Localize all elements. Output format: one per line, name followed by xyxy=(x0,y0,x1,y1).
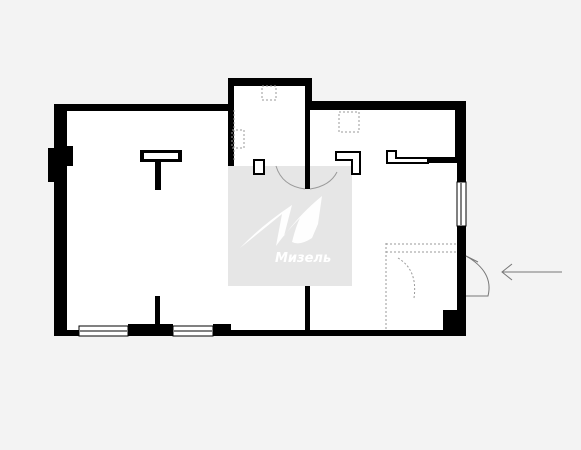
bath-sink-outline xyxy=(231,129,245,149)
pillar-t-stem xyxy=(155,159,161,190)
wall-bath-left xyxy=(228,104,234,166)
wall-kitchen-ledge xyxy=(428,157,457,163)
door-swing-closet xyxy=(397,257,416,299)
wall-hall-right xyxy=(457,160,466,182)
door-swing-entrance xyxy=(465,255,490,297)
room-kitchen xyxy=(310,110,455,160)
fixtures xyxy=(253,150,429,175)
windows xyxy=(78,181,467,337)
door-leaf-bath xyxy=(305,159,310,189)
toilet-outline xyxy=(261,85,277,101)
wall-hall-right-low xyxy=(457,226,466,254)
wall-divider-bottom xyxy=(305,289,310,330)
watermark-box xyxy=(228,166,352,286)
wall-bottom-right-post xyxy=(213,324,231,330)
wall-living-stub xyxy=(155,296,160,330)
wall-corner-block xyxy=(443,310,457,330)
wall-left-notch xyxy=(67,146,73,166)
kitchen-counter-l xyxy=(335,151,361,175)
fixture-small-square xyxy=(253,159,265,175)
pillar-t-cap-inner xyxy=(144,153,178,159)
kitchen-sink-outline xyxy=(338,111,360,133)
wall-bottom-left-post xyxy=(128,324,173,330)
watermark-text: Мизель xyxy=(275,251,331,266)
door-leaves xyxy=(305,159,310,189)
room-bathroom xyxy=(234,86,305,166)
counter-right xyxy=(386,150,429,164)
pillars xyxy=(140,150,182,190)
door-swing-hall xyxy=(309,171,338,190)
wall-left-outer-notch xyxy=(48,148,54,182)
watermark-logo-mark xyxy=(240,196,322,248)
doors xyxy=(275,165,490,299)
wall-divider-top xyxy=(305,101,310,159)
plumbing-fixtures xyxy=(231,85,457,330)
door-swing-bath xyxy=(275,165,306,190)
watermark: Мизель xyxy=(228,166,352,286)
wall-kitchen-right xyxy=(455,101,466,160)
arrow-left-icon xyxy=(501,263,562,281)
